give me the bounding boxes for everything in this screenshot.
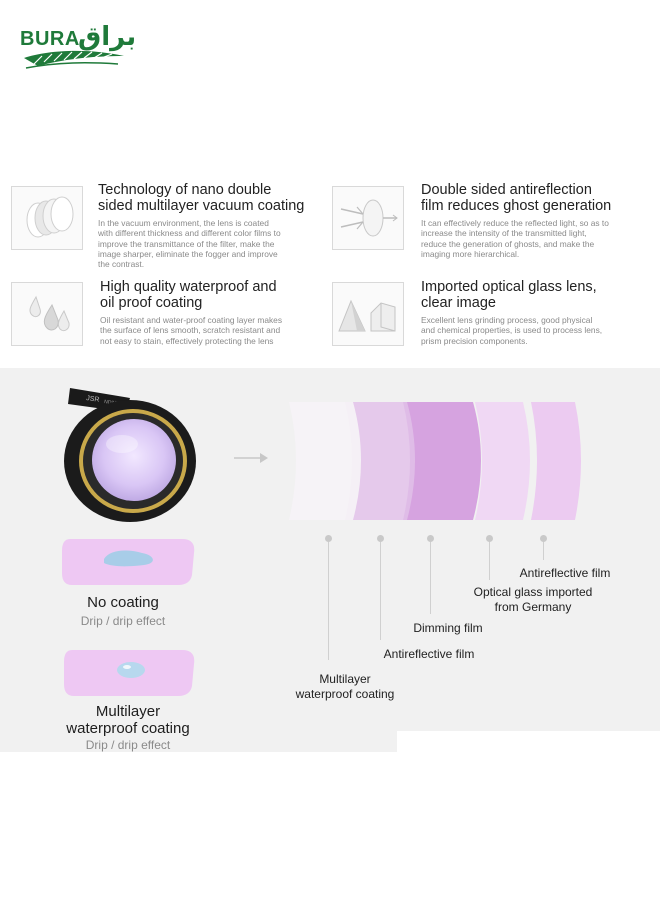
leader-line xyxy=(489,542,490,580)
desc-line: increase the intensity of the transmitte… xyxy=(421,228,587,239)
label-dimming: Dimming film xyxy=(413,621,483,635)
antireflection-lens-icon xyxy=(332,186,404,250)
leader-line xyxy=(328,542,329,660)
water-puddle-icon xyxy=(104,550,153,567)
feature-title-4: Imported optical glass lens, clear image xyxy=(421,279,597,311)
desc-line: the surface of lens smooth, scratch resi… xyxy=(100,325,281,336)
feature-desc-3: Oil resistant and water-proof coating la… xyxy=(100,315,282,346)
desc-line: the contrast. xyxy=(98,259,145,270)
feature-title-1: Technology of nano double sided multilay… xyxy=(98,182,304,214)
arrow-right-icon xyxy=(234,453,268,463)
desc-line: not easy to stain, effectively protectin… xyxy=(100,335,274,346)
label-line: waterproof coating xyxy=(295,687,395,701)
feature-title-line: Imported optical glass lens, xyxy=(421,279,597,295)
brand-logo: BURA براق xyxy=(18,20,136,72)
leader-line xyxy=(543,542,544,560)
feature-title-3: High quality waterproof and oil proof co… xyxy=(100,279,277,311)
desc-line: prism precision components. xyxy=(421,335,528,346)
no-coating-sample xyxy=(62,539,195,585)
label-line: from Germany xyxy=(494,600,572,614)
label-antireflective-bottom: Antireflective film xyxy=(383,647,475,661)
desc-line: and chemical properties, is used to proc… xyxy=(421,325,603,336)
multilayer-title: Multilayer waterproof coating xyxy=(48,703,208,737)
logo-latin-text: BURA xyxy=(20,28,80,50)
filter-brand-label: JSR xyxy=(86,395,100,404)
lens-layers-diagram xyxy=(289,402,581,520)
leader-dot xyxy=(540,535,547,542)
feature-title-line: film reduces ghost generation xyxy=(421,198,612,214)
desc-line: In the vacuum environment, the lens is c… xyxy=(98,218,269,228)
prism-icon xyxy=(332,282,404,346)
layer-optical-glass xyxy=(475,402,530,520)
desc-line: reduce the generation of ghosts, and mak… xyxy=(421,238,595,249)
feature-title-line: clear image xyxy=(421,295,496,311)
multilayer-subtitle: Drip / drip effect xyxy=(85,738,171,752)
feature-desc-1: In the vacuum environment, the lens is c… xyxy=(98,218,281,269)
leader-dot xyxy=(325,535,332,542)
no-coating-title: No coating xyxy=(87,594,159,611)
desc-line: Excellent lens grinding process, good ph… xyxy=(421,315,593,325)
layer-dimming xyxy=(403,402,481,520)
desc-line: imaging more hierarchical. xyxy=(421,248,520,259)
stacked-lens-icon xyxy=(11,186,83,250)
feature-title-line: Double sided antireflection xyxy=(421,182,592,198)
lens-filter-image: JSR ND8/PL xyxy=(64,388,196,522)
leader-line xyxy=(430,542,431,614)
desc-line: image sharper, eliminate the fogger and … xyxy=(98,248,278,259)
leader-dot xyxy=(377,535,384,542)
title-line: waterproof coating xyxy=(66,720,190,737)
label-line: Optical glass imported xyxy=(473,585,593,599)
logo-arabic-text: براق xyxy=(78,22,137,52)
desc-line: improve the transmittance of the filter,… xyxy=(98,238,275,249)
desc-line: It can effectively reduce the reflected … xyxy=(421,218,609,228)
layer-antireflective-top xyxy=(531,402,581,520)
leader-dot xyxy=(486,535,493,542)
feature-title-2: Double sided antireflection film reduces… xyxy=(421,182,611,214)
palm-leaf-icon xyxy=(24,50,124,69)
layer-antireflective-bottom xyxy=(345,402,415,520)
white-strip xyxy=(397,731,660,753)
feature-title-line: sided multilayer vacuum coating xyxy=(98,198,305,214)
desc-line: with different thickness and different c… xyxy=(98,228,281,239)
desc-line: Oil resistant and water-proof coating la… xyxy=(100,315,283,325)
feature-desc-4: Excellent lens grinding process, good ph… xyxy=(421,315,602,346)
multilayer-sample xyxy=(64,650,195,696)
no-coating-subtitle: Drip / drip effect xyxy=(80,614,166,628)
leader-line xyxy=(380,542,381,640)
feature-title-line: oil proof coating xyxy=(100,295,203,311)
feature-desc-2: It can effectively reduce the reflected … xyxy=(421,218,609,259)
title-line: Multilayer xyxy=(95,703,161,720)
label-line: Multilayer xyxy=(319,672,371,686)
water-drops-icon xyxy=(11,282,83,346)
feature-title-line: High quality waterproof and xyxy=(100,279,277,295)
label-antireflective-top: Antireflective film xyxy=(519,566,611,580)
label-optical-glass: Optical glass imported from Germany xyxy=(458,585,608,615)
water-bead-icon xyxy=(117,662,145,678)
feature-title-line: Technology of nano double xyxy=(98,182,272,198)
leader-dot xyxy=(427,535,434,542)
layer-waterproof xyxy=(289,402,361,520)
label-multilayer-coating: Multilayer waterproof coating xyxy=(285,672,405,702)
